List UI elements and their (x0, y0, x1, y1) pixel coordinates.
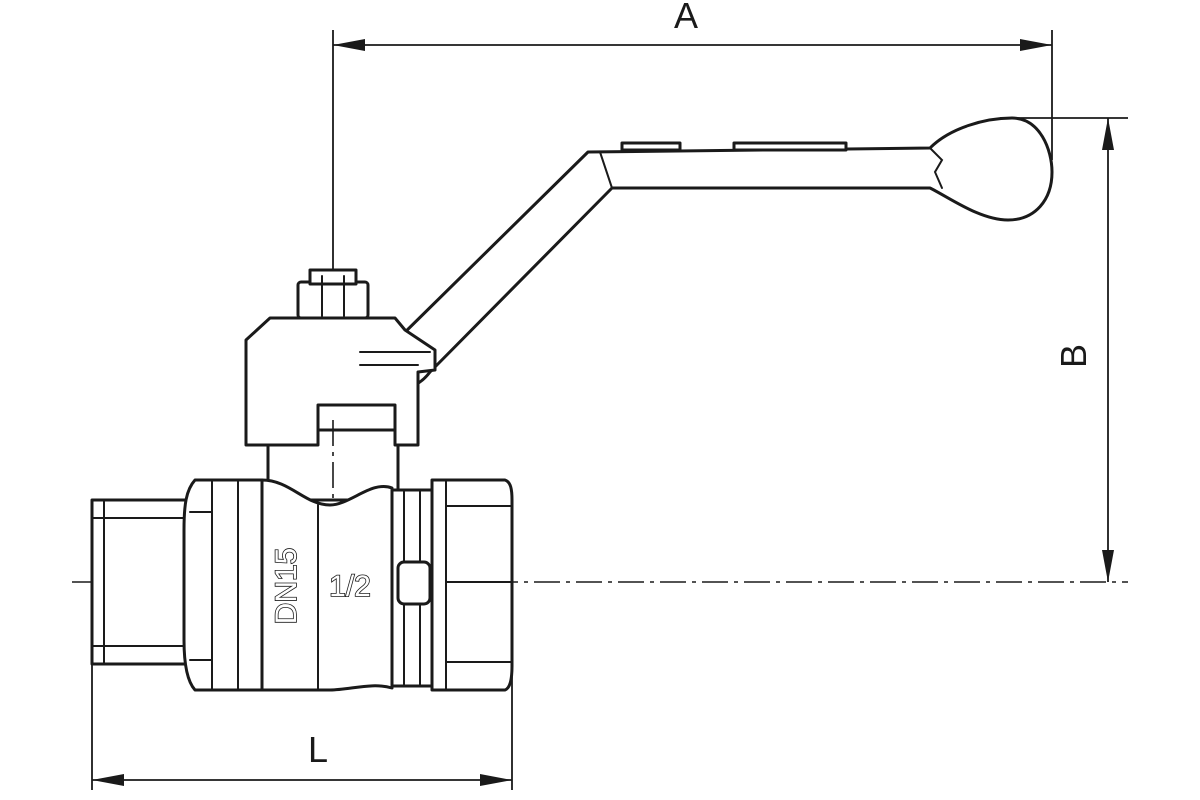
lever-slot-2 (732, 141, 848, 152)
stem-top (308, 268, 358, 286)
dimension-a: A (332, 0, 1053, 300)
dimension-a-arrow-left (333, 39, 365, 51)
lever-arm (393, 116, 1054, 389)
dimension-a-arrow-right (1020, 39, 1052, 51)
dimension-a-label: A (674, 0, 698, 36)
lever-end-break (929, 147, 944, 189)
lever-fold-line (599, 151, 613, 189)
lever-slot-1 (620, 141, 682, 152)
dimension-l-arrow-left (92, 774, 124, 786)
dimension-b-arrow-top (1102, 118, 1114, 150)
dimension-l-label: L (308, 729, 328, 770)
female-hex-end (390, 478, 514, 692)
left-hex-collar (182, 478, 264, 692)
right-ring-notch (396, 560, 432, 606)
dimension-b: B (1000, 117, 1128, 582)
dimension-l-arrow-right (480, 774, 512, 786)
male-thread-end (90, 498, 192, 666)
lever-handle (393, 116, 1054, 389)
left-hex-outline (182, 478, 264, 692)
nominal-diameter-label: DN15 (270, 548, 303, 625)
thread-size-label: 1/2 (329, 570, 371, 603)
bonnet-body (244, 316, 437, 447)
dimension-b-arrow-bottom (1102, 550, 1114, 582)
dimension-b-label: B (1053, 344, 1094, 368)
female-hex-nut (430, 478, 514, 692)
male-thread-pipe (90, 498, 192, 666)
stem-nut (296, 280, 370, 320)
valve-bonnet (244, 268, 437, 502)
